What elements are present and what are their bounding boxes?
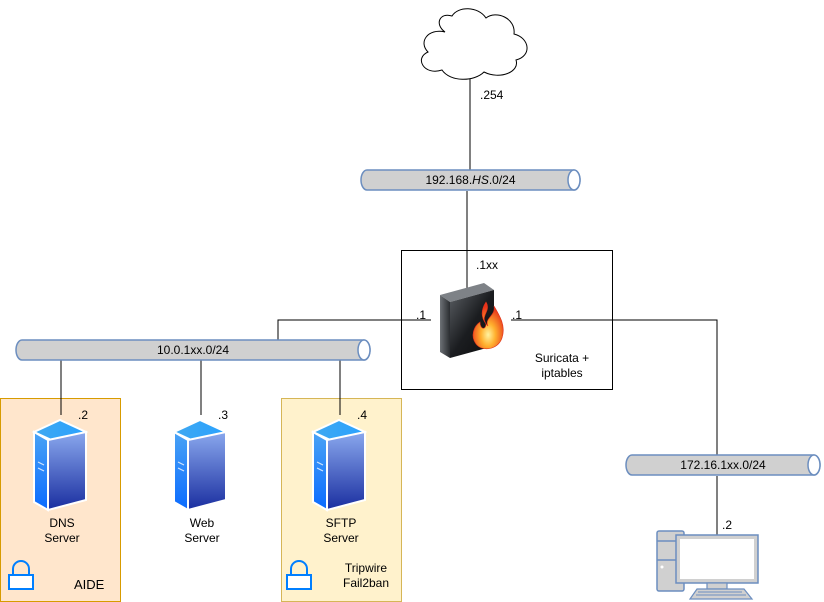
web-server-name-line2: Server (184, 531, 220, 545)
workstation-address: .2 (722, 518, 733, 532)
mgmt-network-bus (625, 454, 821, 476)
lan-network-bus (15, 339, 371, 361)
web-server-name-line1: Web (189, 516, 215, 530)
fail2ban-label: Fail2ban (342, 576, 390, 590)
dns-server-name: DNS Server (22, 516, 102, 545)
sftp-server-name: SFTP Server (301, 516, 381, 545)
aide-label: AIDE (74, 577, 105, 592)
wan-label-italic: HS (472, 173, 489, 187)
wan-label-prefix: 192.168. (425, 173, 473, 187)
tripwire-fail2ban-label: Tripwire Fail2ban (334, 561, 398, 590)
wan-network-label: 192.168.HS.0/24 (367, 173, 574, 187)
desktop-computer-icon (656, 530, 759, 600)
web-server-address: .3 (218, 408, 229, 422)
dns-server-address: .2 (78, 408, 89, 422)
web-server-name: Web Server (162, 516, 242, 545)
internet-address-label: .254 (480, 88, 504, 102)
firewall-description-line2: iptables (541, 366, 583, 380)
sftp-server-name-line2: Server (323, 531, 359, 545)
dns-server-name-line1: DNS (49, 516, 75, 530)
server-icon-sftp (310, 418, 368, 512)
dns-server-name-line2: Server (44, 531, 80, 545)
firewall-description: Suricata + iptables (528, 351, 596, 380)
wan-network-bus (360, 169, 581, 191)
tripwire-label: Tripwire (344, 561, 388, 575)
firewall-wan-address: .1xx (476, 258, 499, 272)
firewall-description-line1: Suricata + (534, 351, 590, 365)
cloud-icon (421, 8, 528, 80)
firewall-icon (440, 283, 504, 358)
firewall-lan-address: .1 (416, 308, 427, 322)
lock-icon-tripwire (286, 560, 312, 590)
wire-firewall-lan (277, 319, 431, 340)
wan-label-suffix: .0/24 (488, 173, 516, 187)
server-icon-web (171, 418, 229, 512)
mgmt-network-label: 172.16.1xx.0/24 (680, 458, 766, 472)
server-icon-dns (31, 418, 89, 512)
sftp-server-address: .4 (357, 408, 368, 422)
firewall-mgmt-address: .1 (512, 308, 523, 322)
wire-firewall-mgmt (511, 319, 718, 455)
lock-icon-aide (8, 560, 34, 590)
lan-network-label: 10.0.1xx.0/24 (156, 343, 230, 357)
sftp-server-name-line1: SFTP (325, 516, 357, 530)
